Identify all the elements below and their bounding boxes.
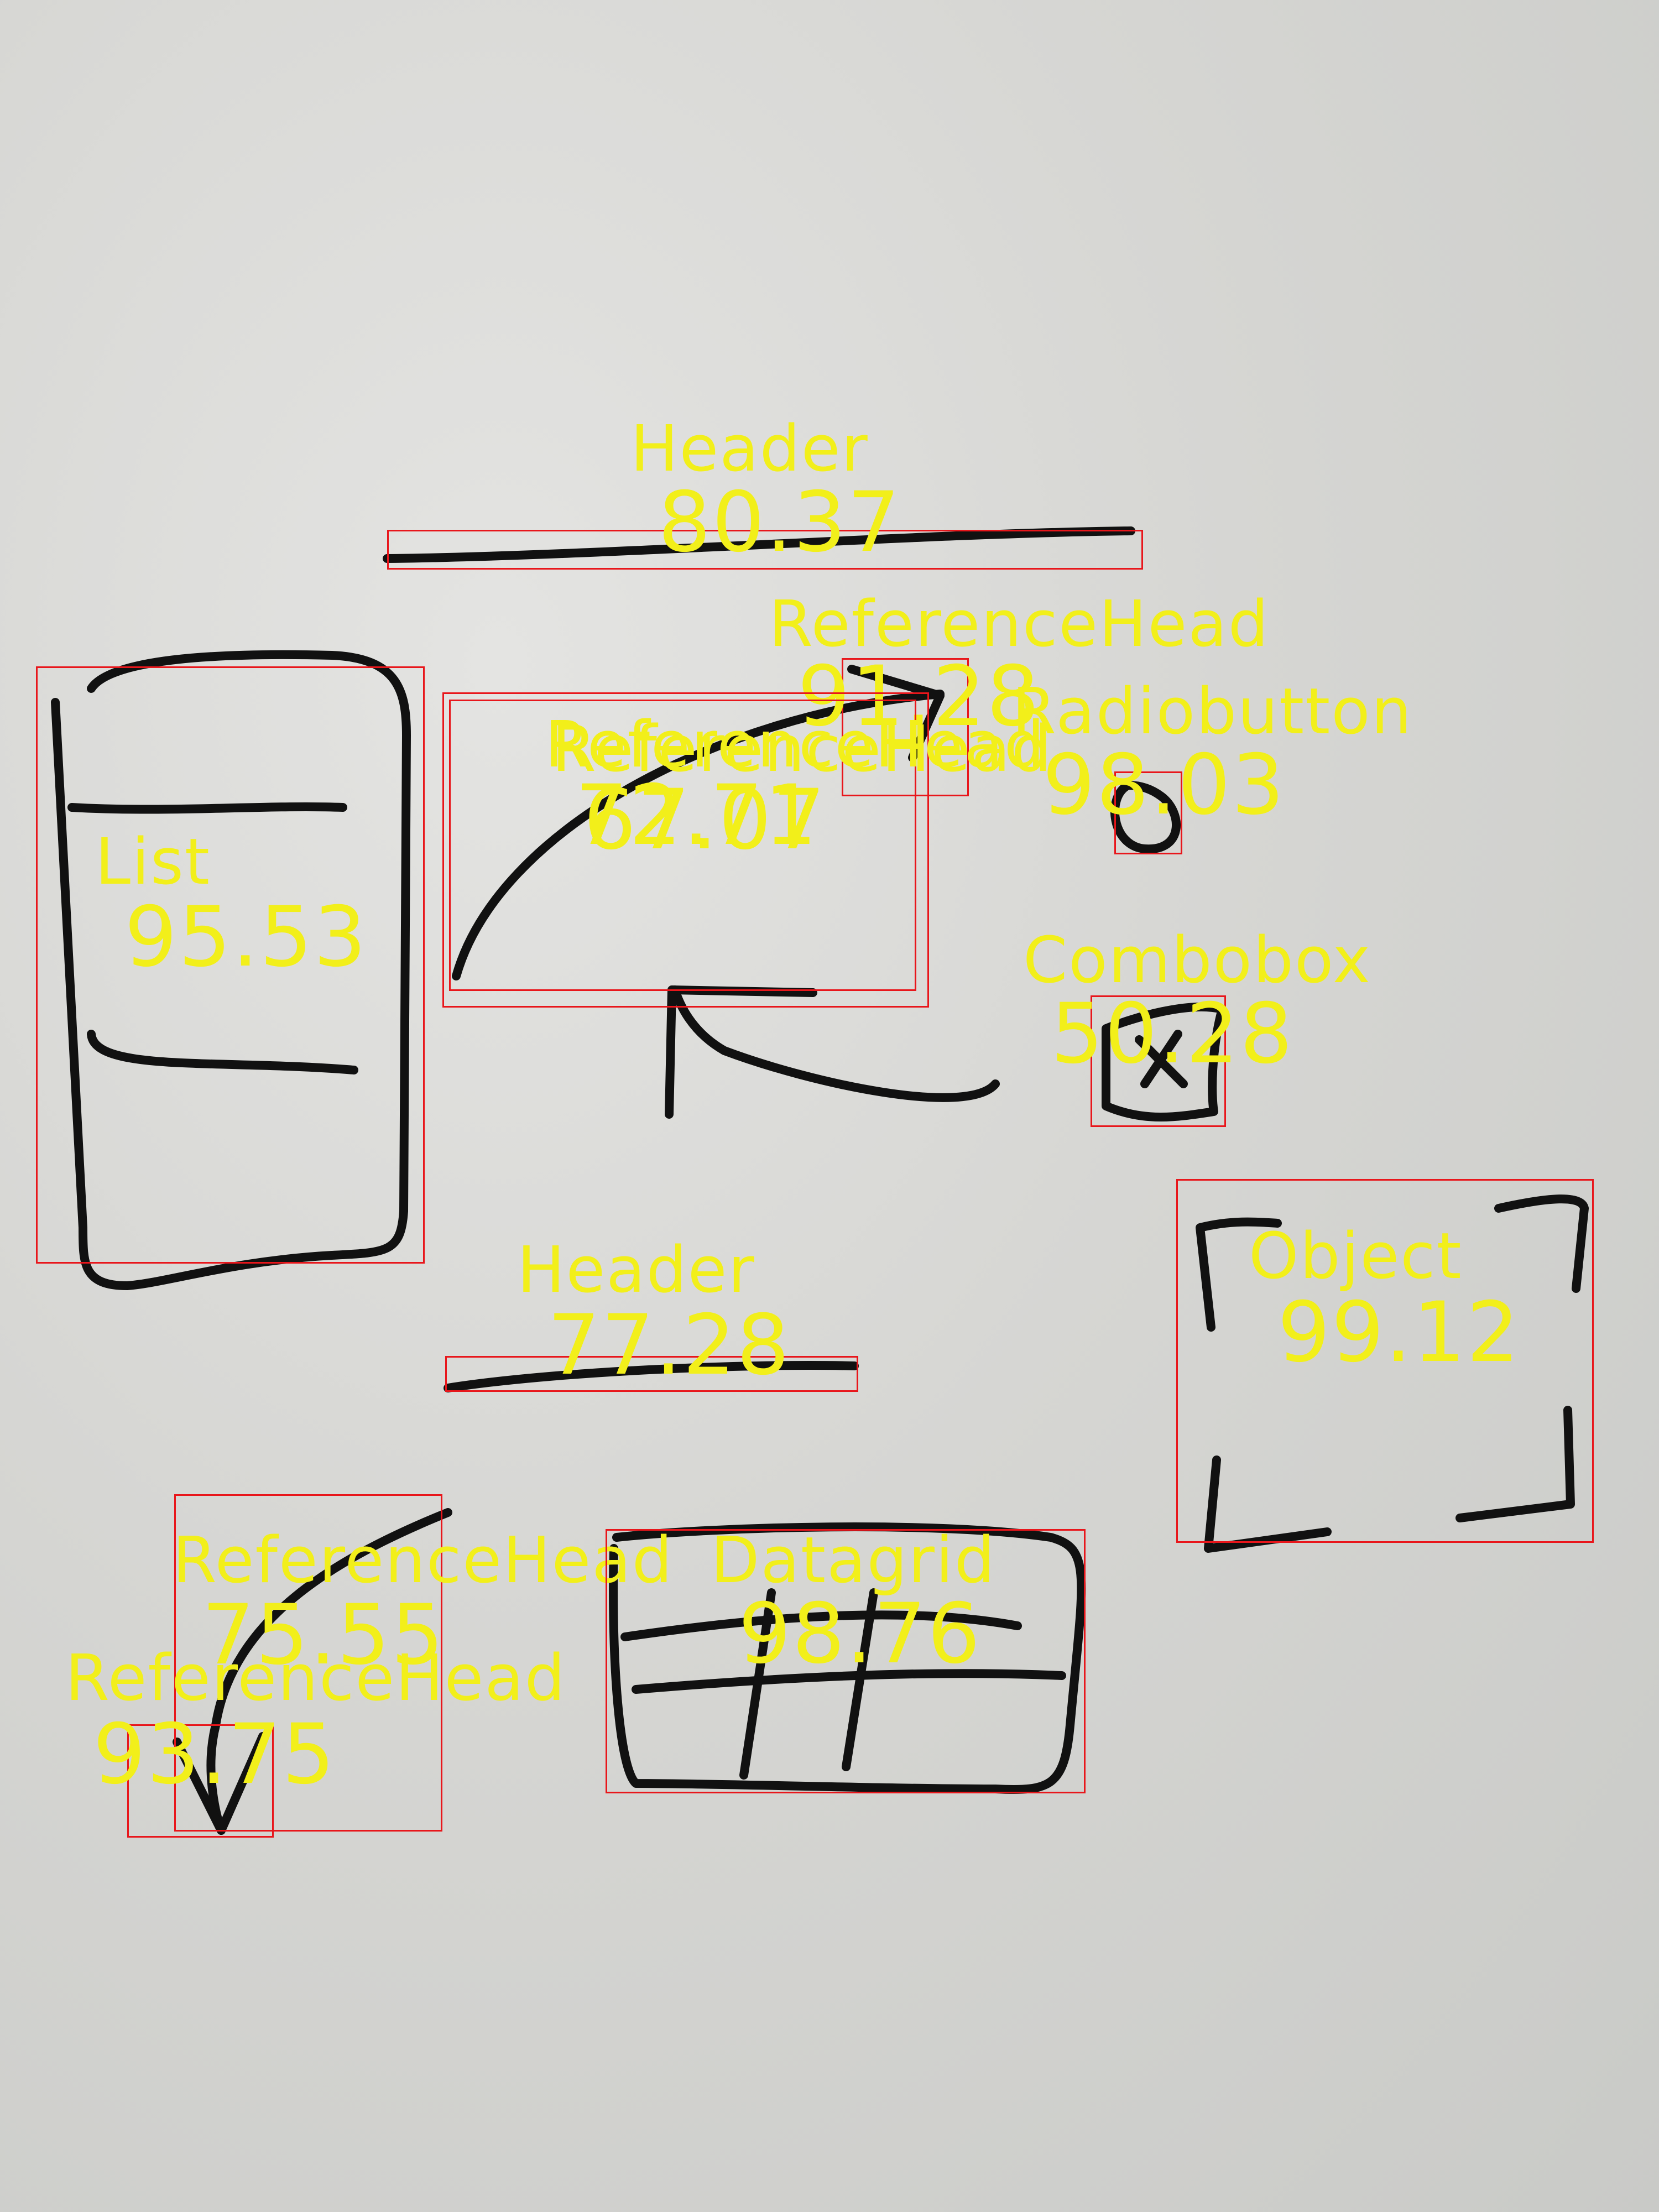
detection-score: 98.03 — [1042, 737, 1286, 833]
detection-label: ReferenceHead — [552, 712, 1053, 786]
detection-box — [842, 658, 969, 796]
detection-score: 91.28 — [797, 649, 1041, 745]
list-divider — [67, 802, 347, 814]
detection-box — [449, 700, 916, 991]
detection-score: 80.37 — [658, 474, 901, 571]
detection-box — [445, 1356, 858, 1392]
datagrid-stroke — [609, 1522, 1086, 1794]
detection-score: 93.75 — [93, 1707, 336, 1803]
object-corner — [1455, 1406, 1575, 1522]
detection-label: ReferenceHead — [173, 1524, 674, 1598]
detection-box — [1114, 771, 1182, 854]
arrow-stroke — [206, 1508, 452, 1835]
combobox-stroke — [1102, 1002, 1227, 1121]
detection-label: Header — [517, 1233, 755, 1307]
detection-label: ReferenceHead — [65, 1641, 566, 1715]
detection-score: 99.12 — [1277, 1285, 1521, 1381]
detection-score: 77.28 — [547, 1297, 791, 1394]
detection-label: Header — [630, 412, 869, 486]
detection-box — [174, 1494, 442, 1832]
combobox-x — [1135, 1030, 1188, 1088]
object-corner — [1204, 1455, 1332, 1553]
detection-label: ReferenceHead — [769, 587, 1270, 661]
datagrid-col — [739, 1588, 776, 1780]
object-corner — [1494, 1194, 1589, 1293]
datagrid-col — [842, 1588, 878, 1771]
detection-box — [1091, 995, 1226, 1127]
detection-score: 98.76 — [738, 1586, 982, 1682]
arrow-stroke — [670, 985, 1000, 1102]
detection-box — [606, 1529, 1086, 1793]
detection-score: 67.07 — [583, 772, 827, 868]
object-corner — [1196, 1217, 1282, 1332]
detection-label: Radiobutton — [1012, 675, 1413, 749]
header-stroke — [444, 1361, 859, 1392]
detection-label: Combobox — [1023, 924, 1371, 998]
arrow-head — [847, 665, 945, 762]
datagrid-row — [620, 1610, 1022, 1641]
detection-score: 72.71 — [575, 768, 818, 864]
list-divider — [87, 1030, 358, 1074]
detection-label: Object — [1249, 1219, 1463, 1293]
detection-label: ReferenceHead — [545, 708, 1046, 782]
detection-box — [442, 692, 929, 1008]
detection-box — [127, 1724, 274, 1838]
detection-score: 95.53 — [124, 889, 368, 985]
detection-box — [387, 530, 1143, 570]
detection-label: List — [95, 825, 211, 899]
detection-box — [1176, 1179, 1594, 1543]
detection-score: 75.55 — [202, 1587, 445, 1683]
header-stroke — [383, 526, 1135, 563]
detection-score: 50.28 — [1051, 986, 1294, 1082]
detection-box — [36, 666, 425, 1264]
detection-label: Datagrid — [711, 1524, 996, 1598]
list-stroke — [51, 650, 411, 1290]
datagrid-row — [632, 1669, 1066, 1694]
